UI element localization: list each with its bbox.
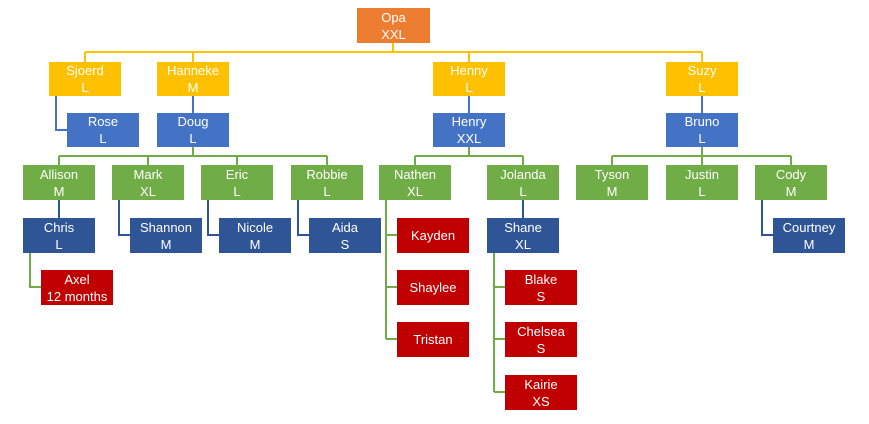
node-size: XXL: [456, 131, 482, 146]
node-name: Doug: [177, 114, 209, 129]
node-size: M: [785, 183, 797, 199]
node-rose: Rose L: [67, 113, 139, 147]
node-name: Tyson: [594, 166, 630, 182]
node-bruno: Bruno L: [666, 113, 738, 147]
node-name: Eric: [225, 166, 249, 182]
node-aida: Aida S: [309, 218, 381, 253]
node-size: XL: [515, 236, 531, 252]
connector-sjoerd-rose: [55, 96, 67, 131]
node-name: Bruno: [684, 114, 720, 129]
node-name: Aida: [331, 219, 359, 235]
node-shane: Shane XL: [487, 218, 559, 253]
node-size: M: [803, 236, 815, 252]
node-name: Henny: [450, 63, 488, 78]
node-size: L: [55, 236, 63, 252]
node-size: M: [53, 183, 65, 199]
node-size: L: [698, 131, 706, 146]
node-size: L: [698, 183, 706, 199]
node-name: Cody: [775, 166, 807, 182]
node-mark: Mark XL: [112, 165, 184, 200]
node-size: M: [249, 236, 261, 252]
node-courtney: Courtney M: [773, 218, 845, 253]
node-size: M: [606, 183, 618, 199]
node-tyson: Tyson M: [576, 165, 648, 200]
node-name: Suzy: [687, 63, 717, 78]
node-name: Tristan: [413, 332, 453, 347]
node-nicole: Nicole M: [219, 218, 291, 253]
node-size: M: [187, 80, 199, 95]
node-name: Henry: [451, 114, 487, 129]
node-size: L: [233, 183, 241, 199]
node-name: Jolanda: [500, 166, 546, 182]
node-henny: Henny L: [433, 62, 505, 96]
node-name: Nathen: [394, 166, 436, 182]
node-size: S: [536, 288, 546, 304]
node-size: L: [81, 80, 89, 95]
node-size: XL: [407, 183, 423, 199]
node-size: XL: [140, 183, 156, 199]
node-name: Courtney: [782, 219, 836, 235]
node-name: Chris: [43, 219, 75, 235]
node-hanneke: Hanneke M: [157, 62, 229, 96]
node-name: Kairie: [524, 376, 558, 392]
connector-chris-axel: [29, 253, 41, 288]
node-name: Chelsea: [517, 323, 565, 339]
node-name: Robbie: [306, 166, 348, 182]
node-name: Kayden: [410, 228, 456, 243]
node-size: S: [340, 236, 350, 252]
node-size: L: [323, 183, 331, 199]
connector-cody-courtney: [761, 200, 773, 236]
node-allison: Allison M: [23, 165, 95, 200]
node-suzy: Suzy L: [666, 62, 738, 96]
node-sjoerd: Sjoerd L: [49, 62, 121, 96]
node-blake: Blake S: [505, 270, 577, 305]
node-size: L: [698, 80, 706, 95]
node-name: Shane: [504, 219, 542, 235]
node-kairie: Kairie XS: [505, 375, 577, 410]
node-size: 12 months: [46, 288, 108, 304]
node-size: L: [189, 131, 197, 146]
node-opa: Opa XXL: [357, 8, 430, 43]
node-size: L: [465, 80, 473, 95]
node-name: Justin: [685, 166, 719, 182]
connector-eric-nicole: [207, 200, 219, 236]
node-name: Rose: [87, 114, 119, 129]
node-size: S: [536, 340, 546, 356]
node-henry: Henry XXL: [433, 113, 505, 147]
node-size: L: [519, 183, 527, 199]
node-size: L: [99, 131, 107, 146]
node-kayden: Kayden: [397, 218, 469, 253]
node-size: M: [160, 236, 172, 252]
connector-mark-shannon: [118, 200, 130, 236]
node-chris: Chris L: [23, 218, 95, 253]
node-name: Allison: [39, 166, 79, 182]
node-eric: Eric L: [201, 165, 273, 200]
node-size: XS: [532, 393, 550, 409]
node-name: Hanneke: [166, 63, 220, 78]
node-nathen: Nathen XL: [379, 165, 451, 200]
node-size: XXL: [381, 26, 406, 42]
node-name: Nicole: [236, 219, 274, 235]
node-shaylee: Shaylee: [397, 270, 469, 305]
node-justin: Justin L: [666, 165, 738, 200]
node-jolanda: Jolanda L: [487, 165, 559, 200]
node-tristan: Tristan: [397, 322, 469, 357]
node-name: Axel: [64, 271, 90, 287]
node-name: Blake: [524, 271, 558, 287]
node-name: Opa: [381, 9, 406, 25]
node-name: Sjoerd: [66, 63, 104, 78]
connector-robbie-aida: [297, 200, 309, 236]
node-name: Shannon: [139, 219, 193, 235]
node-shannon: Shannon M: [130, 218, 202, 253]
node-chelsea: Chelsea S: [505, 322, 577, 357]
node-axel: Axel 12 months: [41, 270, 113, 305]
node-robbie: Robbie L: [291, 165, 363, 200]
node-doug: Doug L: [157, 113, 229, 147]
node-name: Shaylee: [409, 280, 457, 295]
node-name: Mark: [133, 166, 163, 182]
node-cody: Cody M: [755, 165, 827, 200]
